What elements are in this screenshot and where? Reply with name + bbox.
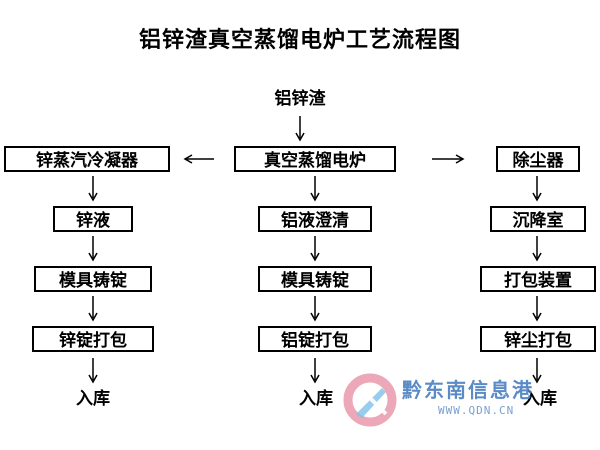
center-step-2: 模具铸锭 (258, 266, 372, 292)
right-step-2: 打包装置 (480, 266, 596, 292)
center-step-1: 铝液澄清 (258, 206, 372, 232)
arrow-down-icon (532, 358, 542, 384)
input-label: 铝锌渣 (274, 89, 326, 109)
furnace-node: 真空蒸馏电炉 (234, 146, 396, 172)
arrow-down-icon (295, 116, 305, 142)
arrow-down-icon (310, 236, 320, 262)
watermark: 黔东南信息港 WWW.QDN.CN (342, 368, 592, 430)
arrow-down-icon (310, 176, 320, 202)
arrow-down-icon (532, 176, 542, 202)
left-step-1: 锌液 (53, 206, 133, 232)
left-step-2: 模具铸锭 (34, 266, 152, 292)
arrow-down-icon (310, 296, 320, 322)
left-step-3: 锌锭打包 (32, 326, 154, 352)
center-step-3: 铝锭打包 (258, 326, 372, 352)
arrow-down-icon (532, 296, 542, 322)
arrow-down-icon (88, 296, 98, 322)
center-end: 入库 (299, 389, 333, 409)
arrow-down-icon (88, 176, 98, 202)
condenser-node: 锌蒸汽冷凝器 (4, 146, 170, 172)
dust-remover-node: 除尘器 (496, 146, 580, 172)
watermark-domain: WWW.QDN.CN (438, 404, 515, 417)
right-end: 入库 (523, 389, 557, 409)
arrow-down-icon (88, 236, 98, 262)
watermark-text: 黔东南信息港 (402, 378, 534, 402)
left-end: 入库 (76, 389, 110, 409)
arrow-down-icon (310, 358, 320, 384)
arrow-down-icon (88, 358, 98, 384)
right-step-3: 锌尘打包 (480, 326, 596, 352)
arrow-down-icon (532, 236, 542, 262)
watermark-logo-icon (343, 373, 397, 427)
right-step-1: 沉降室 (490, 206, 586, 232)
diagram-title: 铝锌渣真空蒸馏电炉工艺流程图 (138, 28, 461, 53)
arrow-right-icon (432, 154, 465, 164)
arrow-left-icon (183, 154, 214, 164)
